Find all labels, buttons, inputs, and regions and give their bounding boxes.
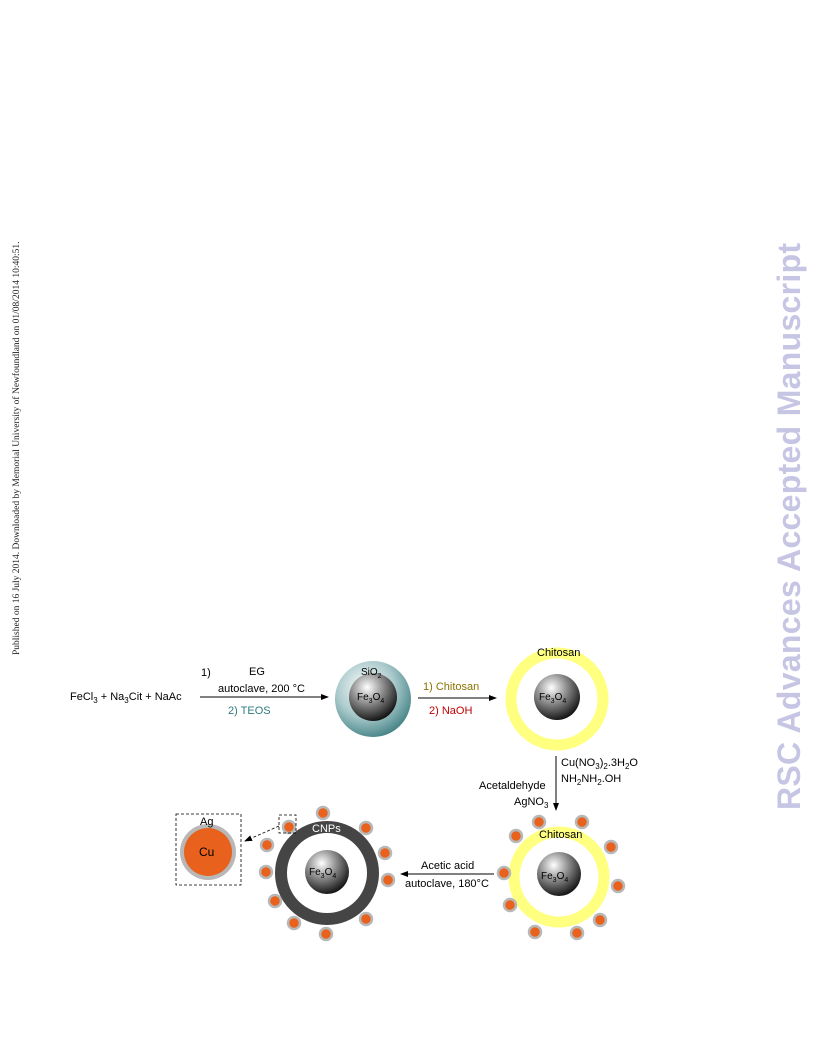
cu-ag-nanoparticles	[258, 805, 396, 942]
fe3o4-core	[305, 850, 349, 894]
nanoparticle-dot	[610, 878, 626, 894]
nanoparticle-dot	[574, 814, 590, 830]
nanoparticle-dot	[315, 805, 331, 821]
nanoparticle-dot	[281, 819, 297, 835]
fe3o4-label: Fe3O4	[309, 867, 336, 880]
step3-hydrazine: NH2NH2.OH	[561, 773, 621, 787]
chitosan-label: Chitosan	[539, 829, 582, 841]
nanoparticle-dot	[380, 872, 396, 888]
nanoparticle-dot	[603, 839, 619, 855]
nanoparticle-dot	[569, 925, 585, 941]
step3-acetaldehyde: Acetaldehyde	[479, 780, 546, 792]
reactants-label: FeCl3 + Na3Cit + NaAc	[70, 691, 182, 705]
nanoparticle-dot	[531, 814, 547, 830]
step1-solvent: EG	[249, 666, 265, 678]
fe3o4-label: Fe3O4	[539, 692, 566, 705]
zoom-source-box	[278, 814, 297, 834]
sio2-label: SiO2	[361, 667, 382, 680]
step2-naoh: 2) NaOH	[429, 705, 472, 717]
fe3o4-label: Fe3O4	[541, 871, 568, 884]
step1-teos: 2) TEOS	[228, 705, 271, 717]
nanoparticle-dot	[259, 837, 275, 853]
cnps-label: CNPs	[312, 823, 341, 835]
chitosan-shell	[505, 647, 609, 751]
nanoparticle-dot	[286, 915, 302, 931]
step3-copper-reagent: Cu(NO3)2.3H2O	[561, 757, 638, 771]
nanoparticle-dot	[267, 893, 283, 909]
nanoparticle-dot	[496, 865, 512, 881]
inset-box	[175, 813, 242, 886]
chitosan-shell	[508, 826, 610, 928]
cnp-shell	[275, 821, 379, 925]
particle-cnps: CNPs Fe3O4	[258, 805, 396, 942]
fe3o4-core	[534, 674, 580, 720]
particle-fe3o4-sio2: SiO2 Fe3O4	[335, 661, 411, 737]
zoom-pointer-arrow	[244, 825, 280, 842]
particle-fe3o4-chitosan: Chitosan Fe3O4	[505, 647, 609, 751]
step3-agno3: AgNO3	[514, 796, 549, 810]
nanoparticle-dot	[358, 911, 374, 927]
fe3o4-core	[537, 852, 581, 896]
cu-ag-nanoparticles	[496, 814, 626, 941]
step1-conditions: autoclave, 200 °C	[218, 683, 305, 695]
fe3o4-core	[349, 673, 397, 721]
nanoparticle-dot	[527, 924, 543, 940]
fe3o4-label: Fe3O4	[357, 692, 384, 705]
inset-cu-ag: Ag Cu	[175, 813, 242, 886]
chitosan-label: Chitosan	[537, 647, 580, 659]
nanoparticle-dot	[502, 897, 518, 913]
nanoparticle-dot	[377, 845, 393, 861]
nanoparticle-dot	[358, 820, 374, 836]
step1-number: 1)	[201, 667, 211, 679]
step2-chitosan: 1) Chitosan	[423, 681, 479, 693]
nanoparticle-dot	[508, 828, 524, 844]
cu-core	[184, 828, 232, 876]
ag-label: Ag	[200, 816, 213, 828]
particle-decorated-chitosan: Chitosan Fe3O4	[496, 814, 626, 941]
step4-acetic-acid: Acetic acid	[421, 860, 474, 872]
nanoparticle-dot	[592, 912, 608, 928]
nanoparticle-dot	[258, 864, 274, 880]
step4-conditions: autoclave, 180°C	[405, 878, 489, 890]
cu-label: Cu	[199, 845, 214, 859]
nanoparticle-dot	[318, 926, 334, 942]
